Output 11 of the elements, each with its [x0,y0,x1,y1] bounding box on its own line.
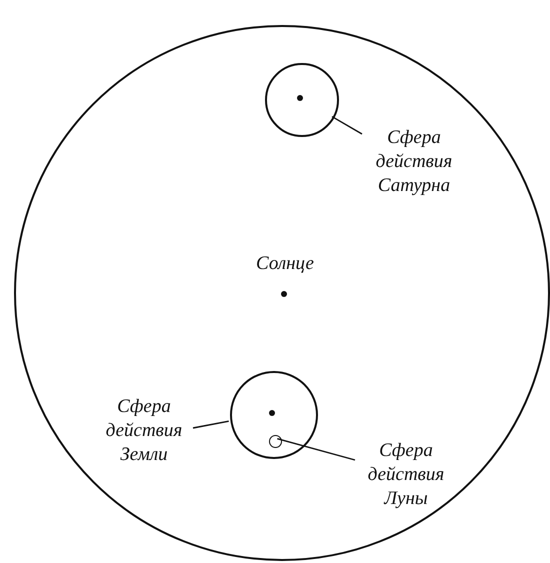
leader-line [277,438,356,461]
leader-line [332,116,362,135]
sun-sphere-circle [14,25,550,561]
sphere-label: Сфера действия Земли [90,395,198,467]
planet-sphere-circle [230,371,318,459]
planet-sphere-circle [265,63,339,137]
leader-line [192,420,229,429]
sphere-label: Сфера действия Сатурна [358,126,470,198]
moon-sphere-circle [268,434,282,448]
sun-label: Солнце [255,252,315,276]
sphere-label: Сфера действия Луны [352,439,460,511]
